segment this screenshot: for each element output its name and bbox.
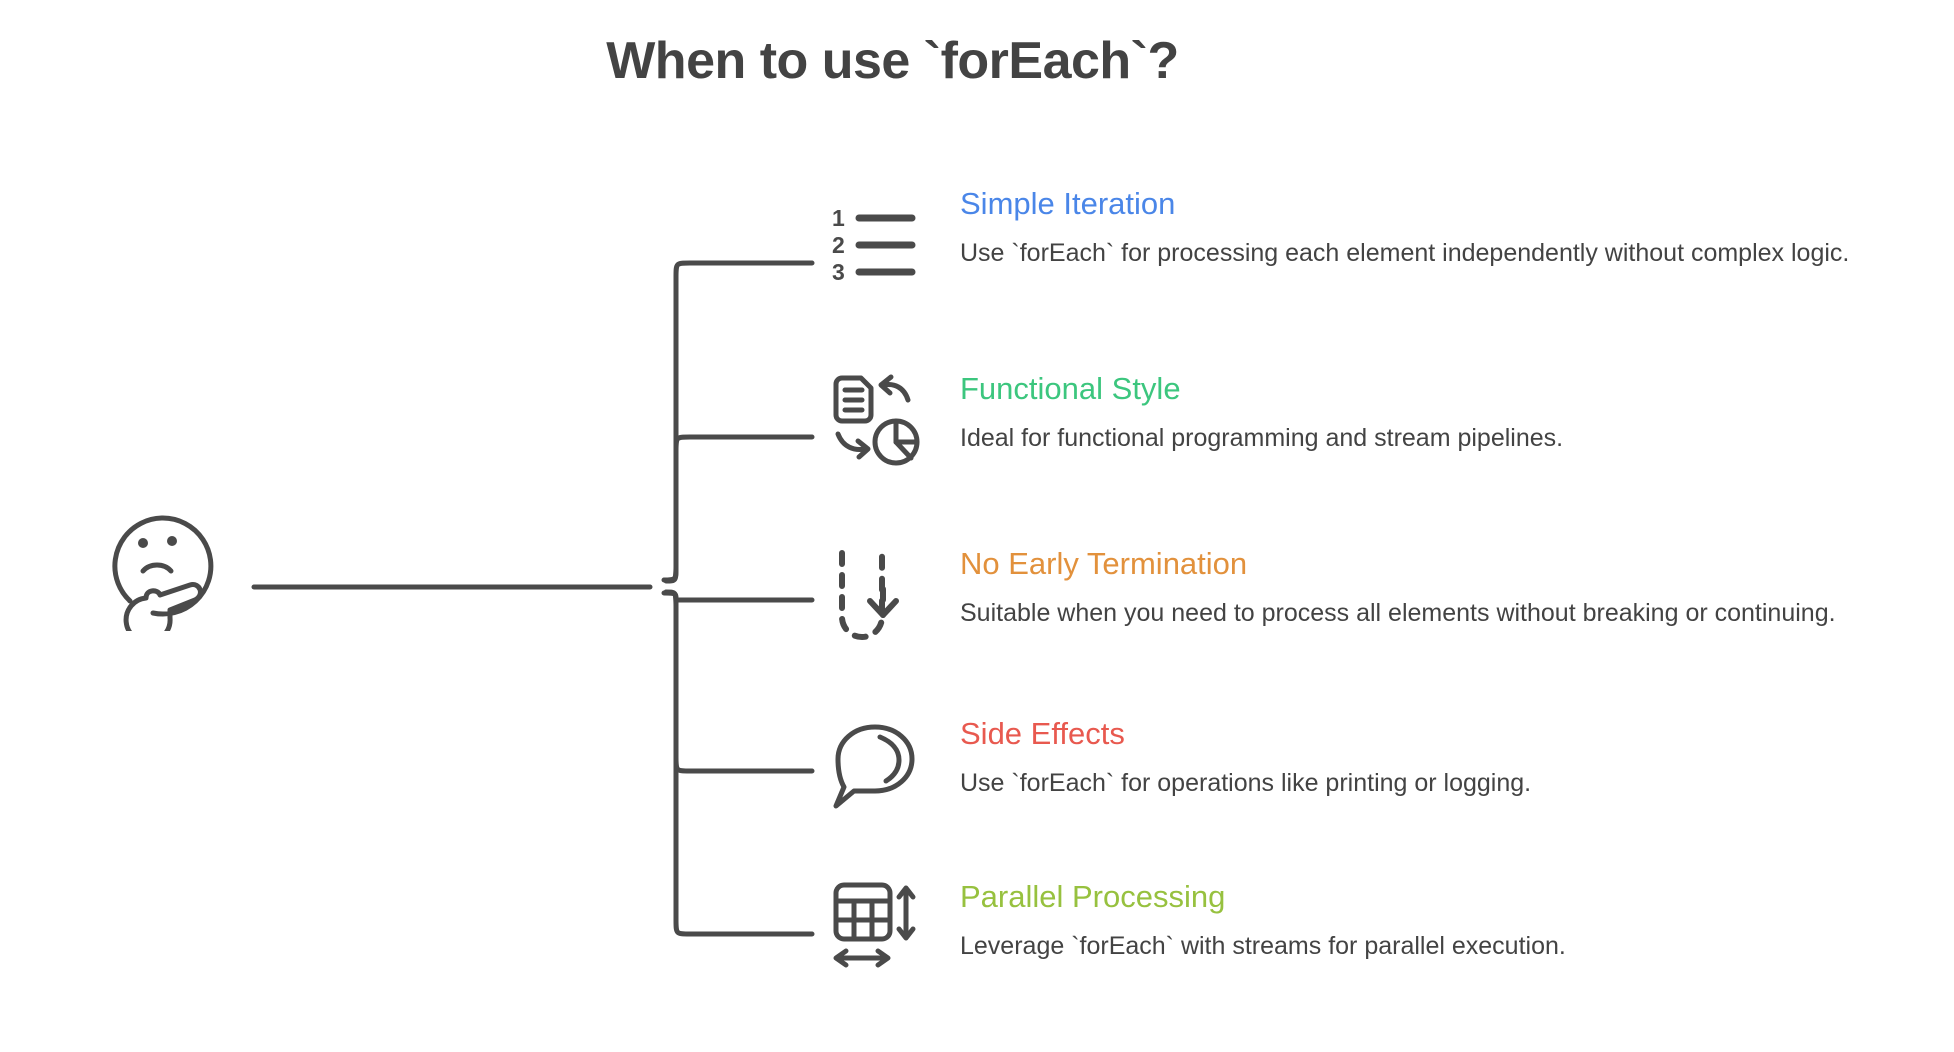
branch-text-block: Side Effects Use `forEach` for operation… (960, 715, 1954, 800)
branch-text-block: Simple Iteration Use `forEach` for proce… (960, 185, 1954, 270)
resizable-table-grid-icon (830, 878, 922, 978)
branch-title-functional-style: Functional Style (960, 371, 1181, 406)
branch-description-parallel-processing: Leverage `forEach` with streams for para… (960, 932, 1566, 960)
connector-branch-3 (661, 590, 815, 603)
branch-title-no-early-termination: No Early Termination (960, 546, 1248, 581)
branch-text-block: Parallel Processing Leverage `forEach` w… (960, 878, 1954, 963)
emoji-right-eye (167, 536, 177, 546)
branch-description-simple-iteration: Use `forEach` for processing each elemen… (960, 239, 1850, 267)
branch-description-functional-style: Ideal for functional programming and str… (960, 424, 1564, 452)
branch-title-side-effects: Side Effects (960, 716, 1125, 751)
numbered-list-icon: 1 2 3 (830, 185, 922, 285)
branch-description-no-early-termination: Suitable when you need to process all el… (960, 599, 1836, 627)
list-number-3: 3 (832, 259, 845, 285)
connector-branch-1 (661, 260, 815, 583)
document-to-pie-chart-cycle-icon (830, 370, 922, 470)
list-number-2: 2 (832, 232, 845, 258)
branch-title-parallel-processing: Parallel Processing (960, 879, 1226, 914)
connector-branch-5 (665, 590, 815, 937)
connector-branch-2 (663, 434, 815, 584)
branch-description-side-effects: Use `forEach` for operations like printi… (960, 769, 1532, 797)
root-node-thinking-face[interactable] (96, 505, 222, 645)
connector-branch-4 (663, 589, 815, 774)
page-title: When to use `forEach`? (606, 32, 1179, 90)
thinking-face-emoji (112, 515, 214, 645)
list-number-1: 1 (832, 205, 845, 231)
speech-bubble-icon (830, 715, 922, 815)
branch-text-block: No Early Termination Suitable when you n… (960, 545, 1954, 630)
emoji-left-eye (138, 538, 148, 548)
branch-title-simple-iteration: Simple Iteration (960, 186, 1176, 221)
branch-text-block: Functional Style Ideal for functional pr… (960, 370, 1954, 455)
dashed-uturn-arrow-icon (830, 545, 922, 645)
